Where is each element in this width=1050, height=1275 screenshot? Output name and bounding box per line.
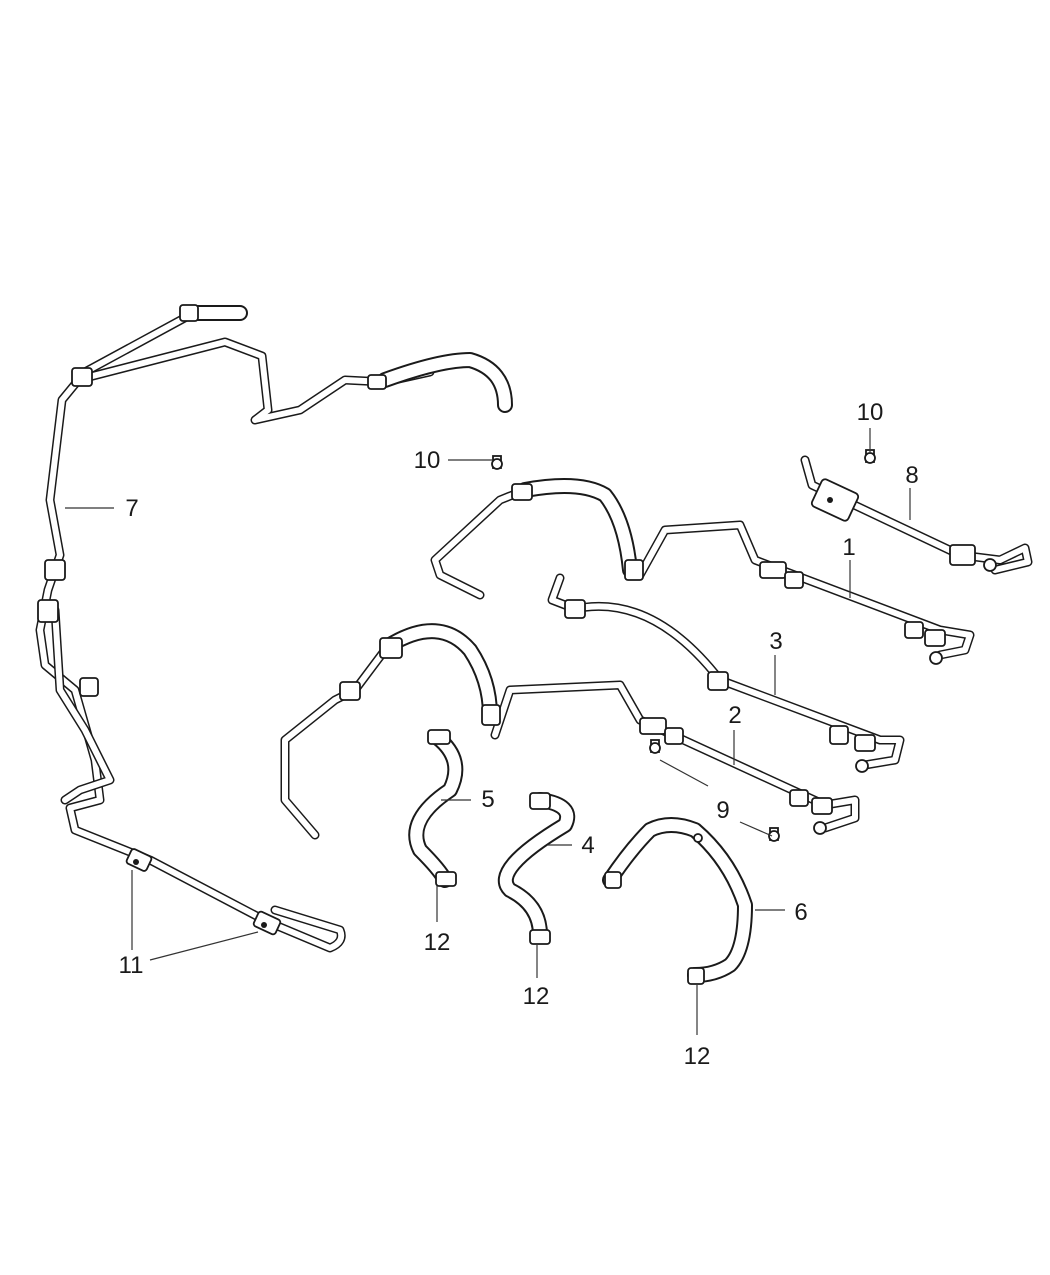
callout-4: 4: [581, 832, 594, 859]
callout-10-upper: 10: [857, 399, 884, 426]
callout-6: 6: [794, 899, 807, 926]
part-3-return-line: [547, 573, 905, 773]
callout-10-left: 10: [414, 447, 441, 474]
part-8-line-with-bracket: [800, 455, 1033, 575]
callout-12-part5: 12: [424, 929, 451, 956]
part-1-pressure-line: [430, 478, 975, 665]
callout-11: 11: [119, 952, 144, 979]
callout-5: 5: [481, 786, 494, 813]
callout-8: 8: [905, 462, 918, 489]
callout-1: 1: [842, 534, 855, 561]
callout-9: 9: [716, 797, 729, 824]
callout-7: 7: [125, 495, 138, 522]
part-4-hose: [497, 792, 576, 945]
callout-labels: 1 2 3 4 5 6 7 8 9 10 10 11 12 12 12: [119, 399, 919, 1070]
part-11-clamps: [125, 848, 282, 936]
callout-12-part4: 12: [523, 983, 550, 1010]
part-2-pressure-line: [280, 623, 860, 840]
callout-2: 2: [728, 702, 741, 729]
part-5-hose: [408, 729, 464, 888]
callout-12-part6: 12: [684, 1043, 711, 1070]
callout-3: 3: [769, 628, 782, 655]
bolt-part-9-a: [649, 739, 661, 754]
bolt-part-9-b: [768, 827, 780, 842]
leader-lines: [65, 428, 911, 1035]
bolt-part-10-left: [491, 455, 503, 470]
part-6-hose: [602, 817, 753, 985]
part-7-tube-assembly: [35, 304, 513, 953]
